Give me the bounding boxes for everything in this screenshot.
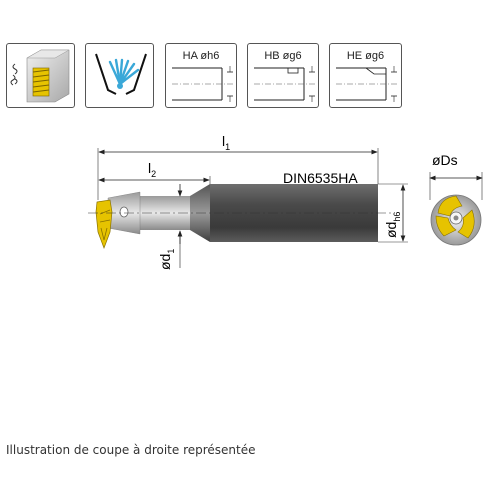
caption: Illustration de coupe à droite représent… (6, 443, 256, 457)
dim-d1-label: ød1 (157, 249, 176, 270)
dim-d-text: ød (383, 222, 399, 238)
dim-d1-sub: 1 (166, 249, 176, 254)
coolant-panel (85, 43, 154, 108)
dim-l1-label: l1 (222, 133, 230, 152)
shank-label-he: HE øg6 (346, 50, 385, 62)
shank-ha-drawing (172, 66, 234, 102)
dimension-d (378, 183, 408, 243)
material-panel (6, 43, 75, 108)
shank-label-ha: HA øh6 (182, 50, 220, 62)
shank-panel-hb: HB øg6 (247, 43, 319, 108)
dim-l1-text: l (222, 133, 225, 149)
dim-d-sub: h6 (392, 212, 402, 222)
end-view-insert (435, 195, 475, 239)
standard-label: DIN6535HA (283, 170, 358, 186)
shank-hb-drawing (254, 66, 316, 102)
dim-ds-label: øDs (432, 152, 458, 168)
dim-d1-text: ød (157, 254, 173, 270)
dim-d-label: ødh6 (383, 212, 402, 238)
cutting-insert (95, 199, 113, 249)
dim-l1-sub: 1 (225, 142, 230, 152)
dimension-l1 (97, 148, 379, 200)
internal-coolant-icon (95, 53, 147, 95)
tool-body (95, 184, 378, 249)
shank-panel-ha: HA øh6 (165, 43, 237, 108)
clamp-screw (119, 206, 129, 218)
shank-label-hb: HB øg6 (264, 50, 302, 62)
shank-panel-he: HE øg6 (329, 43, 402, 108)
end-view: øDs (429, 152, 483, 246)
dim-l2-text: l (148, 160, 151, 176)
thread-in-block-icon (10, 49, 70, 103)
dim-l2-label: l2 (148, 160, 156, 179)
shank-he-drawing (336, 66, 398, 102)
dim-l2-sub: 2 (151, 169, 156, 179)
